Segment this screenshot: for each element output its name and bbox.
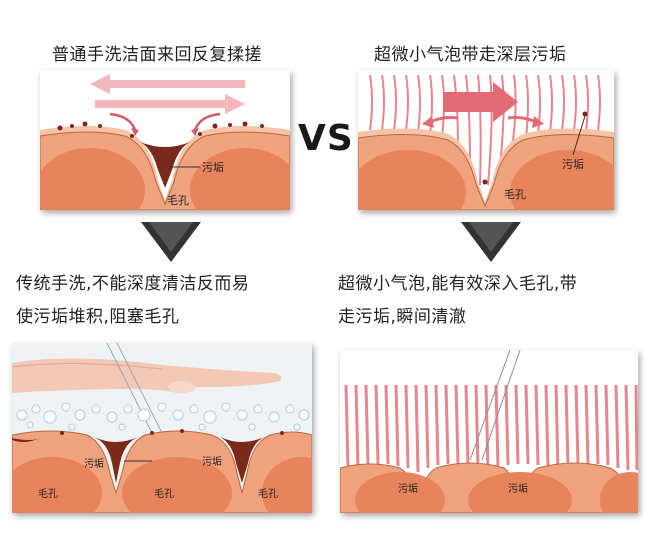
left-caption-line1: 传统手洗,不能深度清洁反而易 xyxy=(16,274,250,294)
left-bottom-diagram: 污垢 污垢 毛孔 毛孔 毛孔 xyxy=(12,343,312,513)
right-top-panel: 污垢 毛孔 xyxy=(358,70,614,210)
right-pore-label: 毛孔 xyxy=(504,188,526,201)
left-title: 普通手洗洁面来回反复揉搓 xyxy=(52,45,262,65)
right-down-arrow-icon xyxy=(461,222,521,262)
right-bottom-panel: 污垢 污垢 xyxy=(340,350,638,513)
right-caption-line2: 走污垢,瞬间清澈 xyxy=(338,307,467,327)
bottom-right-dirt-label-2: 污垢 xyxy=(508,483,528,495)
right-caption: 超微小气泡,能有效深入毛孔,带 走污垢,瞬间清澈 xyxy=(338,268,648,334)
left-caption: 传统手洗,不能深度清洁反而易 使污垢堆积,阻塞毛孔 xyxy=(16,268,316,334)
right-top-diagram: 污垢 毛孔 xyxy=(358,74,614,210)
left-dirt-label: 污垢 xyxy=(202,161,224,174)
right-dirt-label: 污垢 xyxy=(562,158,584,171)
bottom-left-pore-label-1: 毛孔 xyxy=(38,488,58,500)
foam-bubbles xyxy=(16,402,310,431)
right-caption-line1: 超微小气泡,能有效深入毛孔,带 xyxy=(338,274,578,294)
left-top-diagram: 污垢 毛孔 xyxy=(40,74,290,210)
bottom-left-pore-label-3: 毛孔 xyxy=(258,488,278,500)
left-caption-line2: 使污垢堆积,阻塞毛孔 xyxy=(16,307,180,327)
bottom-right-dirt-label-1: 污垢 xyxy=(398,483,418,495)
hand-icon xyxy=(12,358,282,394)
right-title: 超微小气泡带走深层污垢 xyxy=(374,45,567,65)
right-bottom-diagram: 污垢 污垢 xyxy=(340,350,638,513)
left-pore-label: 毛孔 xyxy=(167,194,189,207)
bottom-left-dirt-label-1: 污垢 xyxy=(84,458,104,470)
vs-label: VS xyxy=(298,118,354,159)
bottom-left-pore-label-2: 毛孔 xyxy=(154,488,174,500)
rubbing-arrows-icon xyxy=(90,74,245,114)
dirt-clump xyxy=(140,142,190,188)
flow-arrow-icon xyxy=(443,82,518,122)
left-down-arrow-icon xyxy=(141,222,201,262)
bubble-stripes xyxy=(344,384,638,473)
left-bottom-panel: 污垢 污垢 毛孔 毛孔 毛孔 xyxy=(12,343,312,513)
dirt-particles xyxy=(57,121,264,138)
bottom-left-dirt-label-2: 污垢 xyxy=(202,456,222,468)
left-top-panel: 污垢 毛孔 xyxy=(40,70,290,210)
dirt-particles xyxy=(60,429,284,435)
